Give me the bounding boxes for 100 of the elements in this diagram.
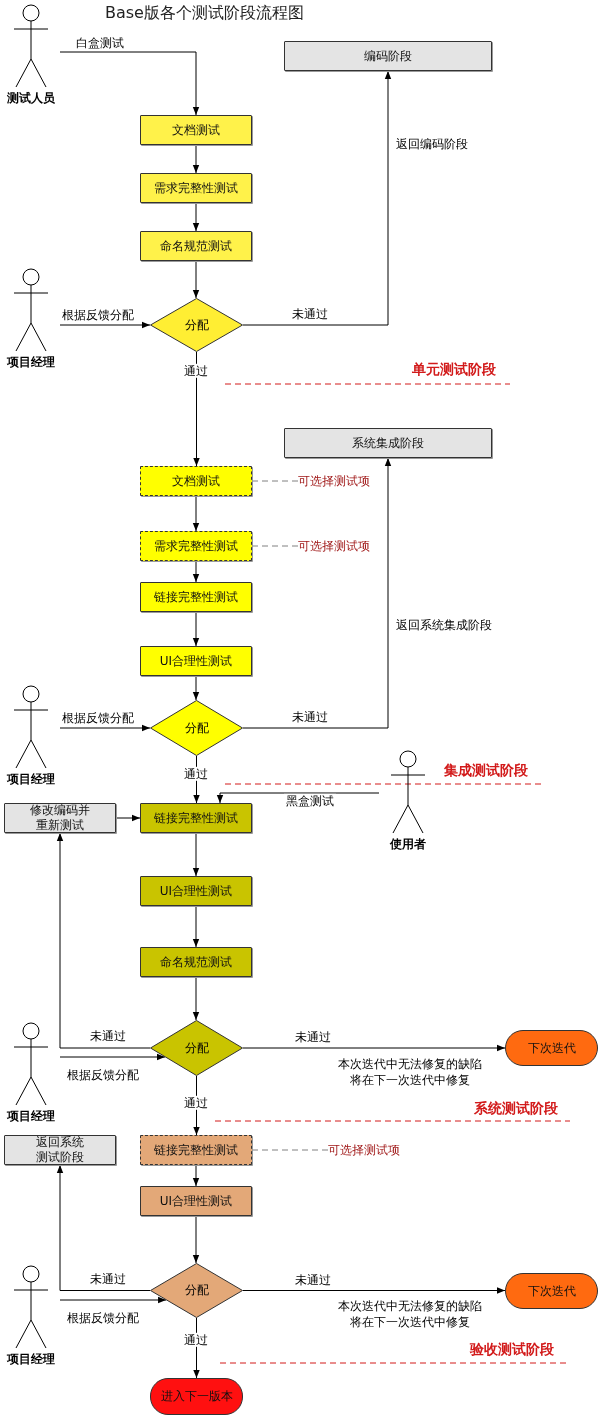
- edge-label: 根据反馈分配: [65, 1310, 141, 1326]
- diagram-title: Base版各个测试阶段流程图: [105, 3, 304, 24]
- note-text: 可选择测试项: [298, 473, 370, 490]
- edge-label: 未通过: [88, 1028, 128, 1044]
- process-box: [140, 115, 252, 145]
- node-label: 返回系统测试阶段: [35, 1135, 85, 1165]
- node-label: 分配: [184, 720, 209, 736]
- node-label: 文档测试: [172, 473, 220, 489]
- arrow: [242, 70, 392, 326]
- arrow: [192, 1215, 200, 1264]
- node-label: 编码阶段: [364, 48, 412, 64]
- actor-name: 项目经理: [7, 771, 55, 788]
- process-box: [140, 173, 252, 203]
- arrow: [242, 457, 392, 729]
- arrow: [192, 260, 200, 299]
- process-box: [284, 428, 492, 458]
- node-label: 链接完整性测试: [154, 1142, 238, 1158]
- arrow: [192, 675, 200, 701]
- arrow: [192, 1164, 200, 1187]
- note-text: 本次迭代中无法修复的缺陷将在下一次迭代中修复: [337, 1056, 483, 1089]
- terminator-pill: [150, 1378, 243, 1415]
- arrow: [192, 560, 200, 583]
- phase-label: 集成测试阶段: [444, 761, 528, 780]
- connector-line: [251, 1149, 329, 1151]
- arrow: [56, 1164, 151, 1291]
- arrow: [192, 495, 200, 532]
- edge-label: 通过: [182, 363, 210, 379]
- process-box: [140, 803, 252, 833]
- process-box: [140, 531, 252, 561]
- decision-diamond: [150, 1020, 243, 1076]
- note-text: 可选择测试项: [298, 538, 370, 555]
- edge-label: 通过: [182, 1332, 210, 1348]
- decision-diamond: [150, 700, 243, 756]
- node-label: 需求完整性测试: [154, 538, 238, 554]
- process-box: [140, 1135, 252, 1165]
- arrow: [192, 202, 200, 232]
- edge-label: 根据反馈分配: [60, 710, 136, 726]
- arrow: [242, 1287, 506, 1294]
- edge-label: 白盒测试: [74, 35, 126, 51]
- arrow: [192, 976, 200, 1021]
- arrow: [56, 832, 151, 1049]
- arrow: [59, 1053, 166, 1061]
- arrow: [192, 832, 200, 877]
- node-label: 下次迭代: [527, 1040, 576, 1056]
- arrow: [115, 814, 141, 822]
- edge-label: 根据反馈分配: [65, 1067, 141, 1083]
- arrow: [59, 1296, 167, 1304]
- node-label: 进入下一版本: [160, 1389, 233, 1404]
- process-box: [140, 1186, 252, 1216]
- edge-label: 未通过: [293, 1029, 333, 1045]
- process-box: [140, 947, 252, 977]
- note-text: 本次迭代中无法修复的缺陷将在下一次迭代中修复: [337, 1298, 483, 1331]
- process-box: [140, 876, 252, 906]
- phase-label: 单元测试阶段: [412, 360, 496, 379]
- node-label: 分配: [184, 1040, 209, 1056]
- node-label: 链接完整性测试: [154, 810, 238, 826]
- node-label: 链接完整性测试: [154, 589, 238, 605]
- arrow: [59, 724, 151, 732]
- node-label: UI合理性测试: [159, 883, 233, 899]
- decision-diamond: [150, 298, 243, 352]
- process-box: [140, 582, 252, 612]
- edge-label: 未通过: [290, 709, 330, 725]
- edge-label: 未通过: [293, 1272, 333, 1288]
- node-label: 系统集成阶段: [352, 435, 424, 451]
- node-label: UI合理性测试: [159, 1193, 233, 1209]
- phase-label: 系统测试阶段: [474, 1099, 558, 1118]
- connector-line: [251, 545, 299, 547]
- edge-label: 未通过: [88, 1271, 128, 1287]
- actor-name: 项目经理: [7, 354, 55, 371]
- edge-label: 根据反馈分配: [60, 307, 136, 323]
- arrow: [59, 51, 200, 116]
- edge-label: 未通过: [290, 306, 330, 322]
- note-text: 返回编码阶段: [396, 136, 468, 153]
- arrow: [242, 1044, 506, 1052]
- process-box: [140, 646, 252, 676]
- actor-name: 项目经理: [7, 1108, 55, 1125]
- edge-label: 通过: [182, 766, 210, 782]
- process-box: [140, 231, 252, 261]
- process-box: [4, 1135, 116, 1165]
- arrow: [192, 611, 200, 647]
- node-label: 修改编码并重新测试: [29, 803, 91, 833]
- phase-label: 验收测试阶段: [470, 1340, 554, 1359]
- arrow: [192, 144, 200, 174]
- connector-line: [251, 480, 299, 482]
- actor-name: 测试人员: [7, 90, 55, 107]
- edge-label: 黑盒测试: [284, 793, 336, 809]
- node-label: 文档测试: [172, 122, 220, 138]
- actor-name: 使用者: [390, 836, 426, 853]
- arrow: [193, 351, 200, 467]
- terminator-pill: [505, 1273, 598, 1309]
- node-label: 需求完整性测试: [154, 180, 238, 196]
- node-label: 下次迭代: [527, 1283, 576, 1299]
- node-label: 分配: [184, 1283, 209, 1298]
- process-box: [140, 466, 252, 496]
- terminator-pill: [505, 1030, 598, 1066]
- arrow: [59, 321, 151, 329]
- node-label: 命名规范测试: [160, 954, 232, 970]
- arrow: [192, 905, 200, 948]
- decision-diamond: [150, 1263, 243, 1318]
- process-box: [4, 803, 116, 833]
